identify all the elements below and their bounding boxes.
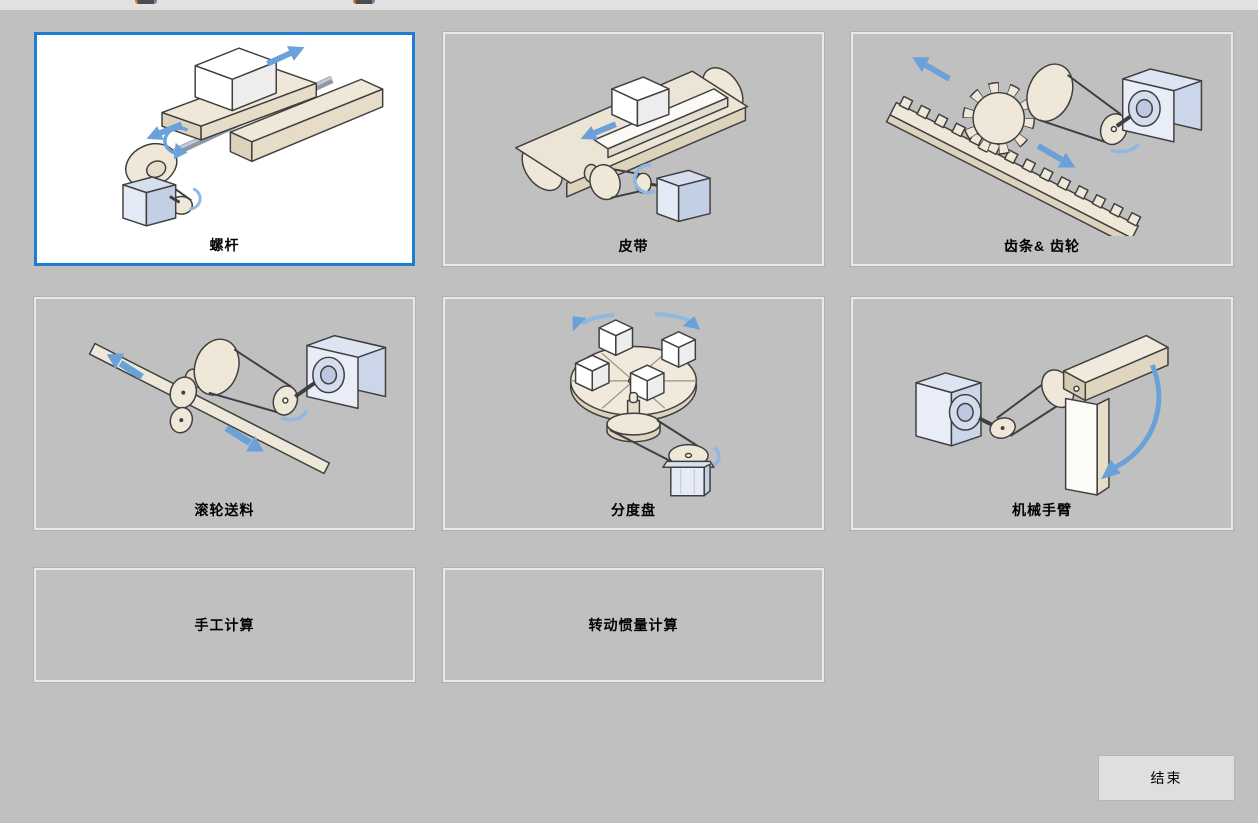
tile-index-table[interactable]: 分度盘 xyxy=(443,297,824,530)
toolbar-icon-fragment xyxy=(353,0,375,4)
tile-lead-screw[interactable]: 螺杆 xyxy=(34,32,415,266)
rack-pinion-illustration xyxy=(855,36,1229,246)
index-table-illustration xyxy=(447,301,820,500)
tile-rack-pinion[interactable]: 齿条& 齿轮 xyxy=(851,32,1233,266)
robot-arm-illustration xyxy=(855,301,1229,500)
lead-screw-illustration xyxy=(39,37,410,235)
toolbar-icon-fragment xyxy=(135,0,157,4)
tile-label: 分度盘 xyxy=(611,502,656,518)
toolbar-strip xyxy=(0,0,1258,10)
tile-label: 手工计算 xyxy=(194,617,255,633)
tile-label: 皮带 xyxy=(618,238,649,254)
tile-manual-calc[interactable]: 手工计算 xyxy=(34,568,415,682)
roller-feed-illustration xyxy=(38,301,411,500)
tile-roller-feed[interactable]: 滚轮送料 xyxy=(34,297,415,530)
tile-label: 螺杆 xyxy=(209,237,240,253)
tile-label: 转动惯量计算 xyxy=(588,617,679,633)
tile-label: 滚轮送料 xyxy=(194,502,255,518)
end-button[interactable]: 结束 xyxy=(1098,755,1235,801)
tile-belt[interactable]: 皮带 xyxy=(443,32,824,266)
tile-robot-arm[interactable]: 机械手臂 xyxy=(851,297,1233,530)
tile-inertia-calc[interactable]: 转动惯量计算 xyxy=(443,568,824,682)
tile-label: 机械手臂 xyxy=(1012,502,1072,518)
tile-label: 齿条& 齿轮 xyxy=(1004,238,1080,254)
belt-illustration xyxy=(447,36,820,236)
